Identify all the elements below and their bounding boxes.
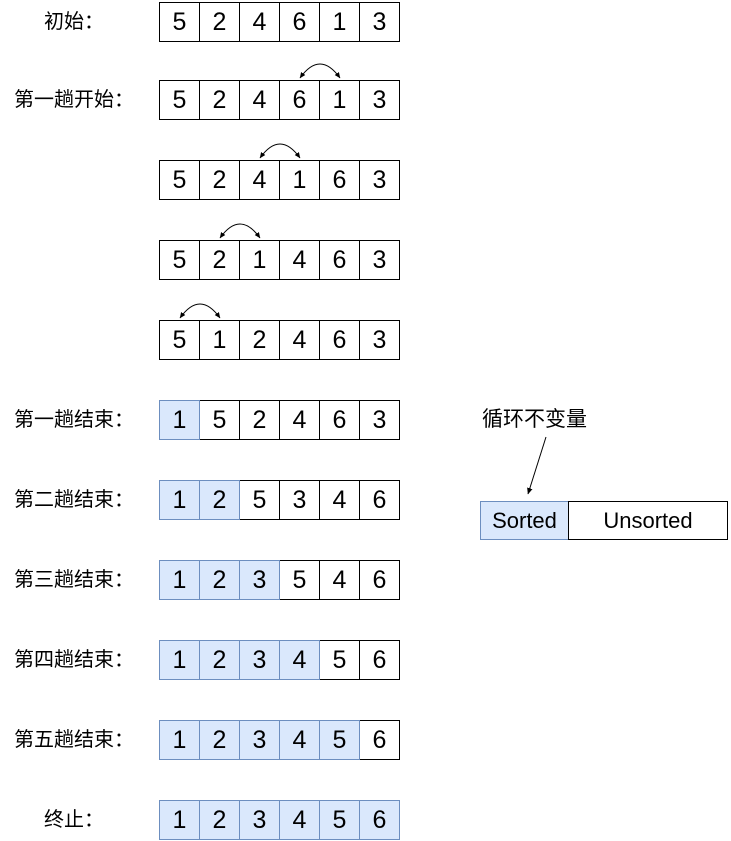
array-cell: 3 — [359, 320, 400, 360]
loop-invariant-arrow — [527, 436, 547, 495]
sorted-region-label: Sorted — [480, 501, 569, 540]
array-cell: 5 — [319, 640, 360, 680]
step-label: 终止： — [44, 809, 104, 831]
array-cell: 6 — [359, 480, 400, 520]
array-cell-sorted: 4 — [279, 800, 320, 840]
array-cell: 6 — [359, 560, 400, 600]
array-cell: 2 — [239, 320, 280, 360]
array-cell-sorted: 3 — [239, 800, 280, 840]
array-cell-sorted: 4 — [279, 640, 320, 680]
array-cell-sorted: 1 — [159, 640, 200, 680]
swap-arrow — [179, 303, 221, 319]
step-label: 第一趟开始： — [14, 89, 134, 111]
array-cell-sorted: 1 — [159, 560, 200, 600]
array-cell: 2 — [199, 80, 240, 120]
array-cell: 5 — [159, 80, 200, 120]
array-cell-sorted: 1 — [159, 400, 200, 440]
array-cell-sorted: 5 — [319, 720, 360, 760]
array-cell: 1 — [279, 160, 320, 200]
array-cell: 6 — [279, 80, 320, 120]
array-cell: 4 — [279, 320, 320, 360]
array-cell-sorted: 2 — [199, 720, 240, 760]
array-cell-sorted: 2 — [199, 480, 240, 520]
array-cell: 4 — [279, 400, 320, 440]
array-cell: 5 — [279, 560, 320, 600]
array-cell: 5 — [199, 400, 240, 440]
array-cell: 6 — [279, 2, 320, 42]
array-cell: 4 — [279, 240, 320, 280]
invariant-box: Sorted Unsorted — [480, 501, 728, 540]
array-cell: 3 — [359, 80, 400, 120]
step-label: 第二趟结束： — [14, 489, 134, 511]
array-cell: 4 — [319, 480, 360, 520]
array-cell: 3 — [359, 2, 400, 42]
step-label: 第五趟结束： — [14, 729, 134, 751]
swap-arrow — [299, 63, 341, 79]
array-cell: 6 — [359, 720, 400, 760]
array-cell-sorted: 1 — [159, 720, 200, 760]
array-cell: 3 — [359, 400, 400, 440]
swap-arrow — [219, 223, 261, 239]
array-cell: 1 — [319, 80, 360, 120]
array-cell-sorted: 2 — [199, 560, 240, 600]
array-cell: 1 — [319, 2, 360, 42]
array-cell-sorted: 2 — [199, 800, 240, 840]
array-cell: 4 — [239, 160, 280, 200]
array-cell: 1 — [199, 320, 240, 360]
array-cell: 3 — [359, 160, 400, 200]
array-cell-sorted: 3 — [239, 720, 280, 760]
array-cell: 4 — [239, 2, 280, 42]
array-cell: 6 — [359, 640, 400, 680]
array-cell: 2 — [199, 240, 240, 280]
array-cell: 2 — [239, 400, 280, 440]
step-label: 初始： — [44, 11, 104, 33]
step-label: 第三趟结束： — [14, 569, 134, 591]
array-cell: 5 — [239, 480, 280, 520]
array-cell: 3 — [359, 240, 400, 280]
array-cell-sorted: 1 — [159, 480, 200, 520]
loop-invariant-label: 循环不变量 — [482, 408, 587, 431]
array-cell: 3 — [279, 480, 320, 520]
array-cell-sorted: 4 — [279, 720, 320, 760]
step-label: 第一趟结束： — [14, 409, 134, 431]
array-cell: 1 — [239, 240, 280, 280]
array-cell: 6 — [319, 240, 360, 280]
array-cell: 6 — [319, 160, 360, 200]
array-cell-sorted: 3 — [239, 640, 280, 680]
array-cell: 5 — [159, 320, 200, 360]
array-cell: 6 — [319, 320, 360, 360]
array-cell: 5 — [159, 160, 200, 200]
array-cell-sorted: 2 — [199, 640, 240, 680]
array-cell: 5 — [159, 2, 200, 42]
array-cell-sorted: 5 — [319, 800, 360, 840]
array-cell-sorted: 1 — [159, 800, 200, 840]
array-cell: 5 — [159, 240, 200, 280]
array-cell-sorted: 6 — [359, 800, 400, 840]
array-cell-sorted: 3 — [239, 560, 280, 600]
step-label: 第四趟结束： — [14, 649, 134, 671]
swap-arrow — [259, 143, 301, 159]
array-cell: 2 — [199, 2, 240, 42]
array-cell: 6 — [319, 400, 360, 440]
array-cell: 2 — [199, 160, 240, 200]
array-cell: 4 — [319, 560, 360, 600]
array-cell: 4 — [239, 80, 280, 120]
unsorted-region-label: Unsorted — [568, 501, 728, 540]
